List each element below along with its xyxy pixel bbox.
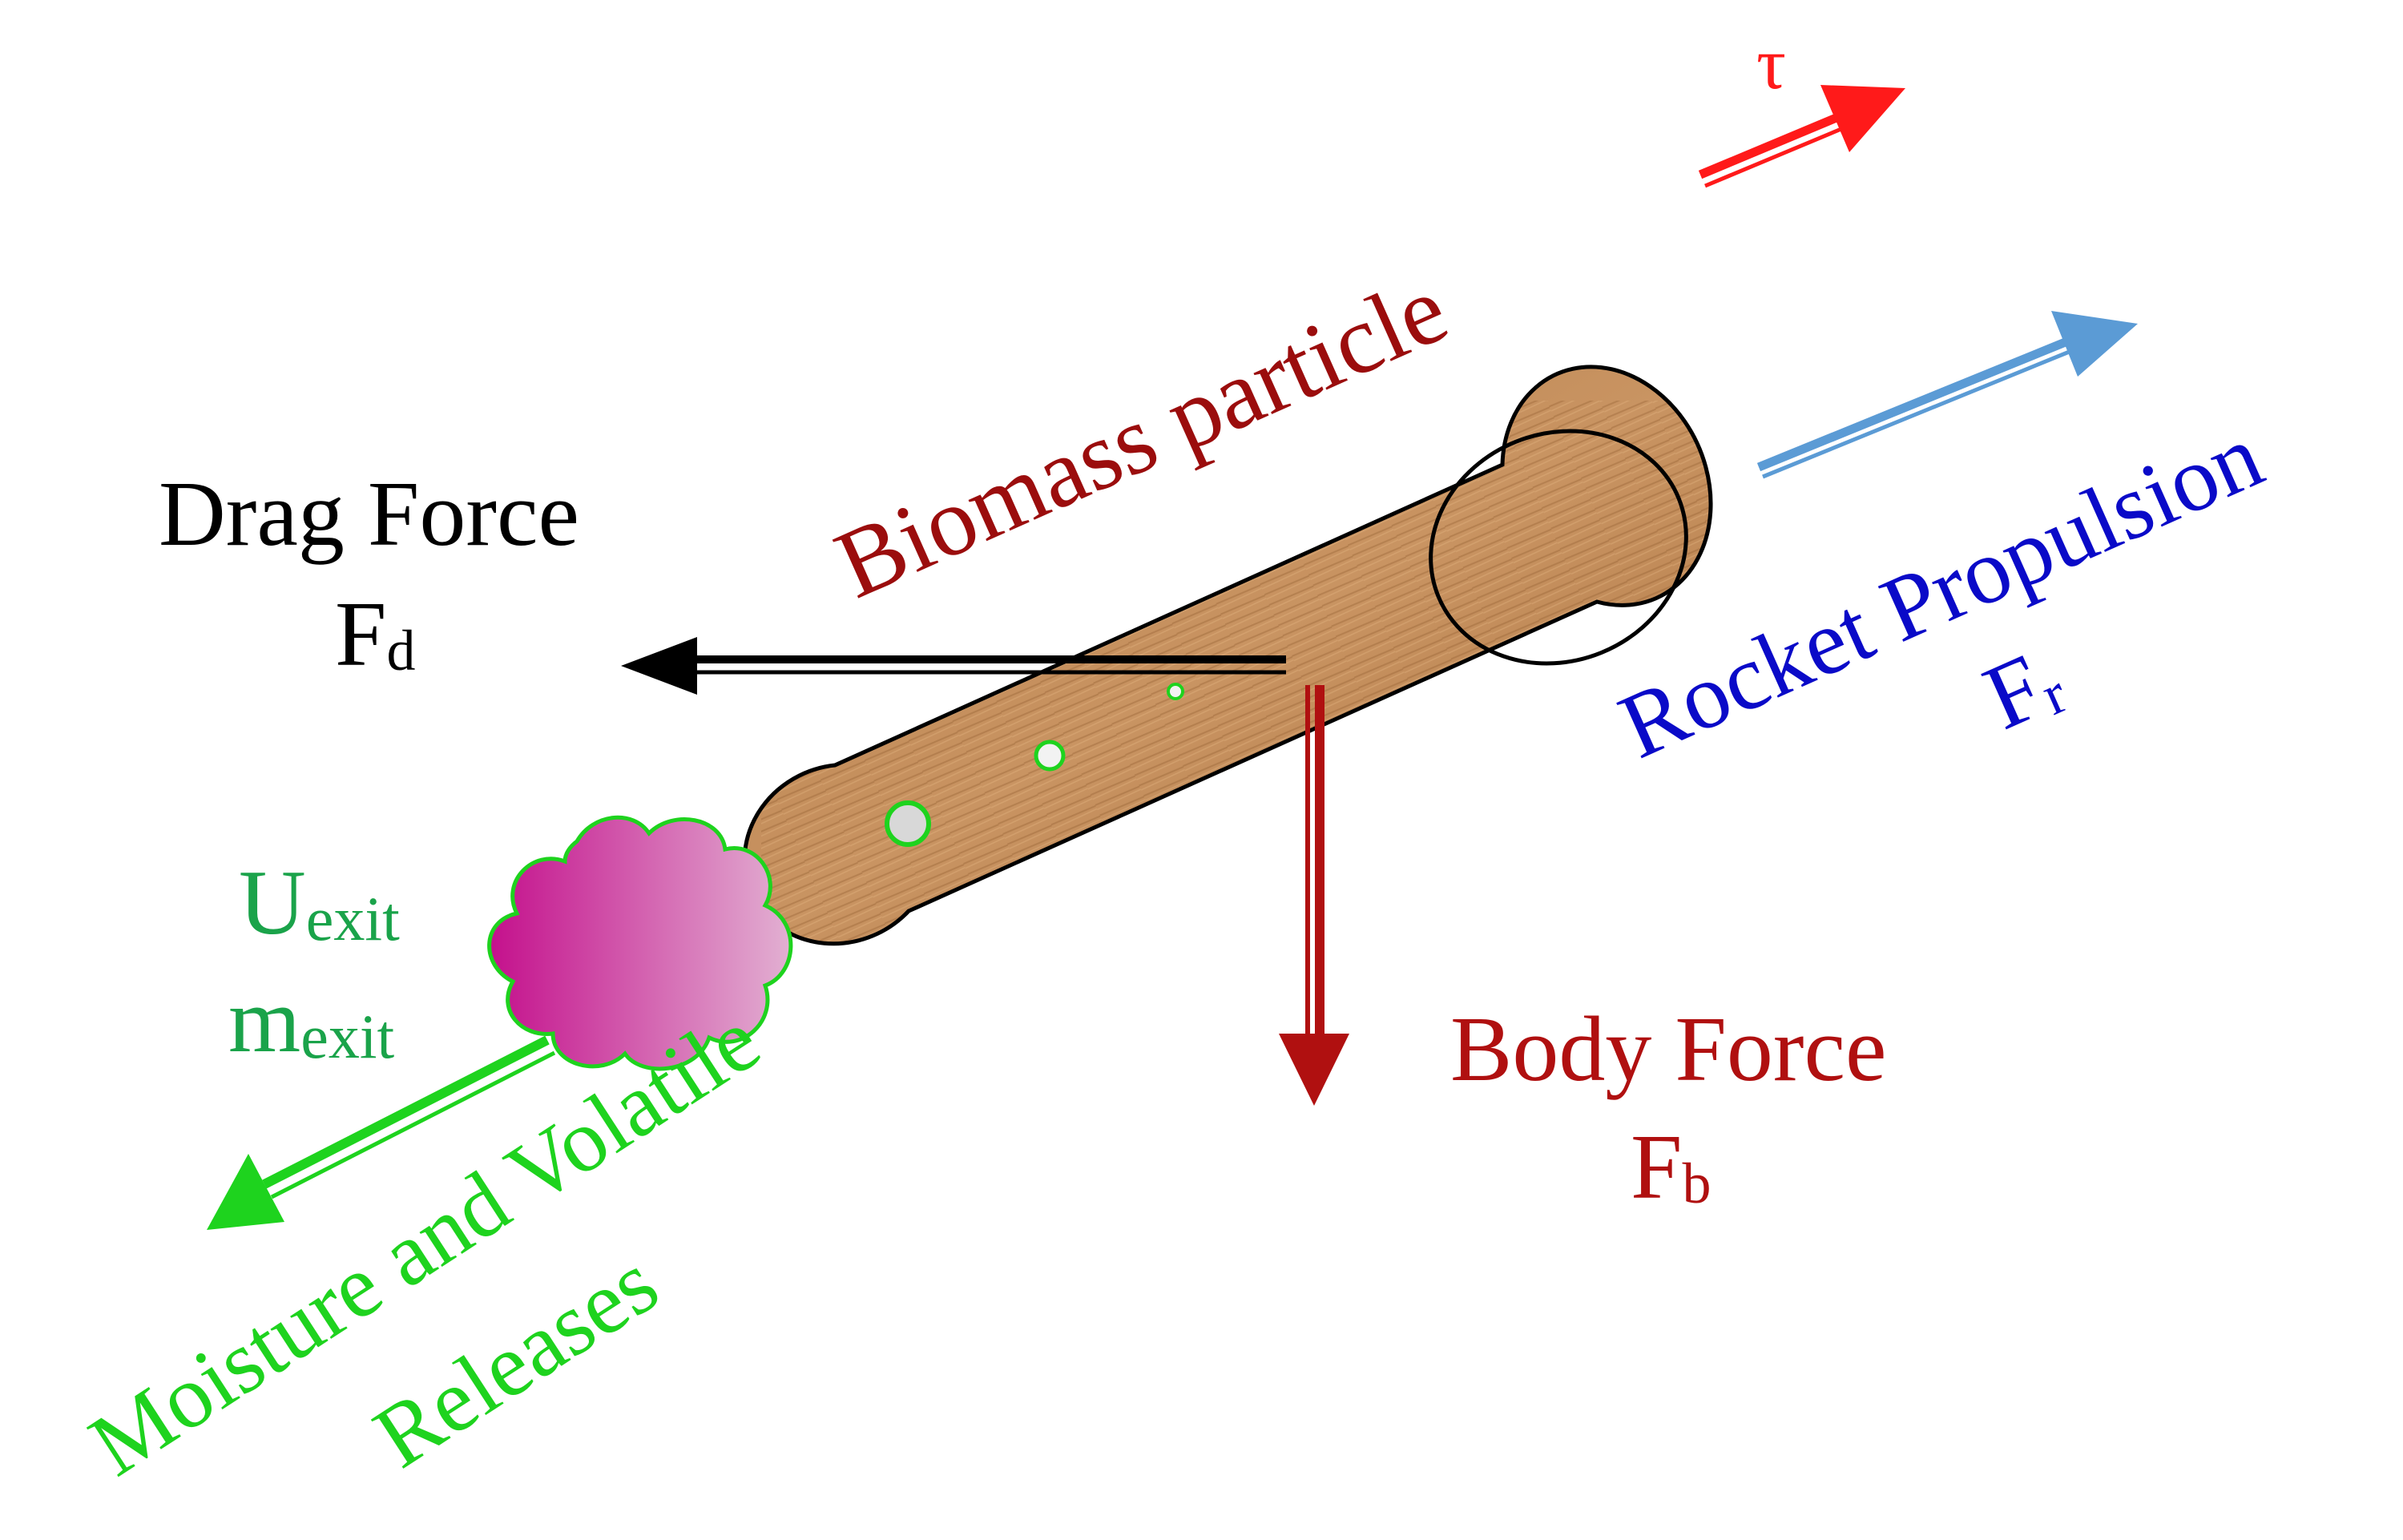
body-force-arrow (1279, 685, 1349, 1106)
biomass-particle-cylinder (742, 365, 1713, 946)
body-force-subscript: b (1683, 1151, 1712, 1215)
rocket-propulsion-arrow (1756, 311, 2138, 479)
bubble-large (885, 800, 931, 847)
exit-velocity-label: Uexit (239, 852, 400, 954)
cylinder-end-face (1429, 429, 1688, 666)
bubble-medium (1034, 740, 1066, 772)
release-arrow (207, 1035, 556, 1230)
exit-mass-label: mexit (228, 970, 395, 1072)
drag-force-subscript: d (387, 619, 416, 683)
rocket-propulsion-symbol: Fr (1970, 627, 2077, 750)
exit-mass-subscript: exit (300, 1002, 394, 1071)
drag-force-arrow (621, 637, 1286, 695)
drag-force-title: Drag Force (159, 463, 579, 566)
exit-velocity-subscript: exit (306, 884, 400, 953)
drag-force-symbol: Fd (335, 583, 416, 686)
volatile-cloud (487, 815, 793, 1071)
tau-label: τ (1756, 22, 1786, 104)
bubble-small (1167, 683, 1184, 700)
body-force-symbol: Fb (1631, 1116, 1712, 1219)
rocket-propulsion-title: Rocket Propulsion (1606, 405, 2277, 779)
torque-arrow (1698, 85, 1905, 188)
body-force-title: Body Force (1450, 998, 1887, 1101)
